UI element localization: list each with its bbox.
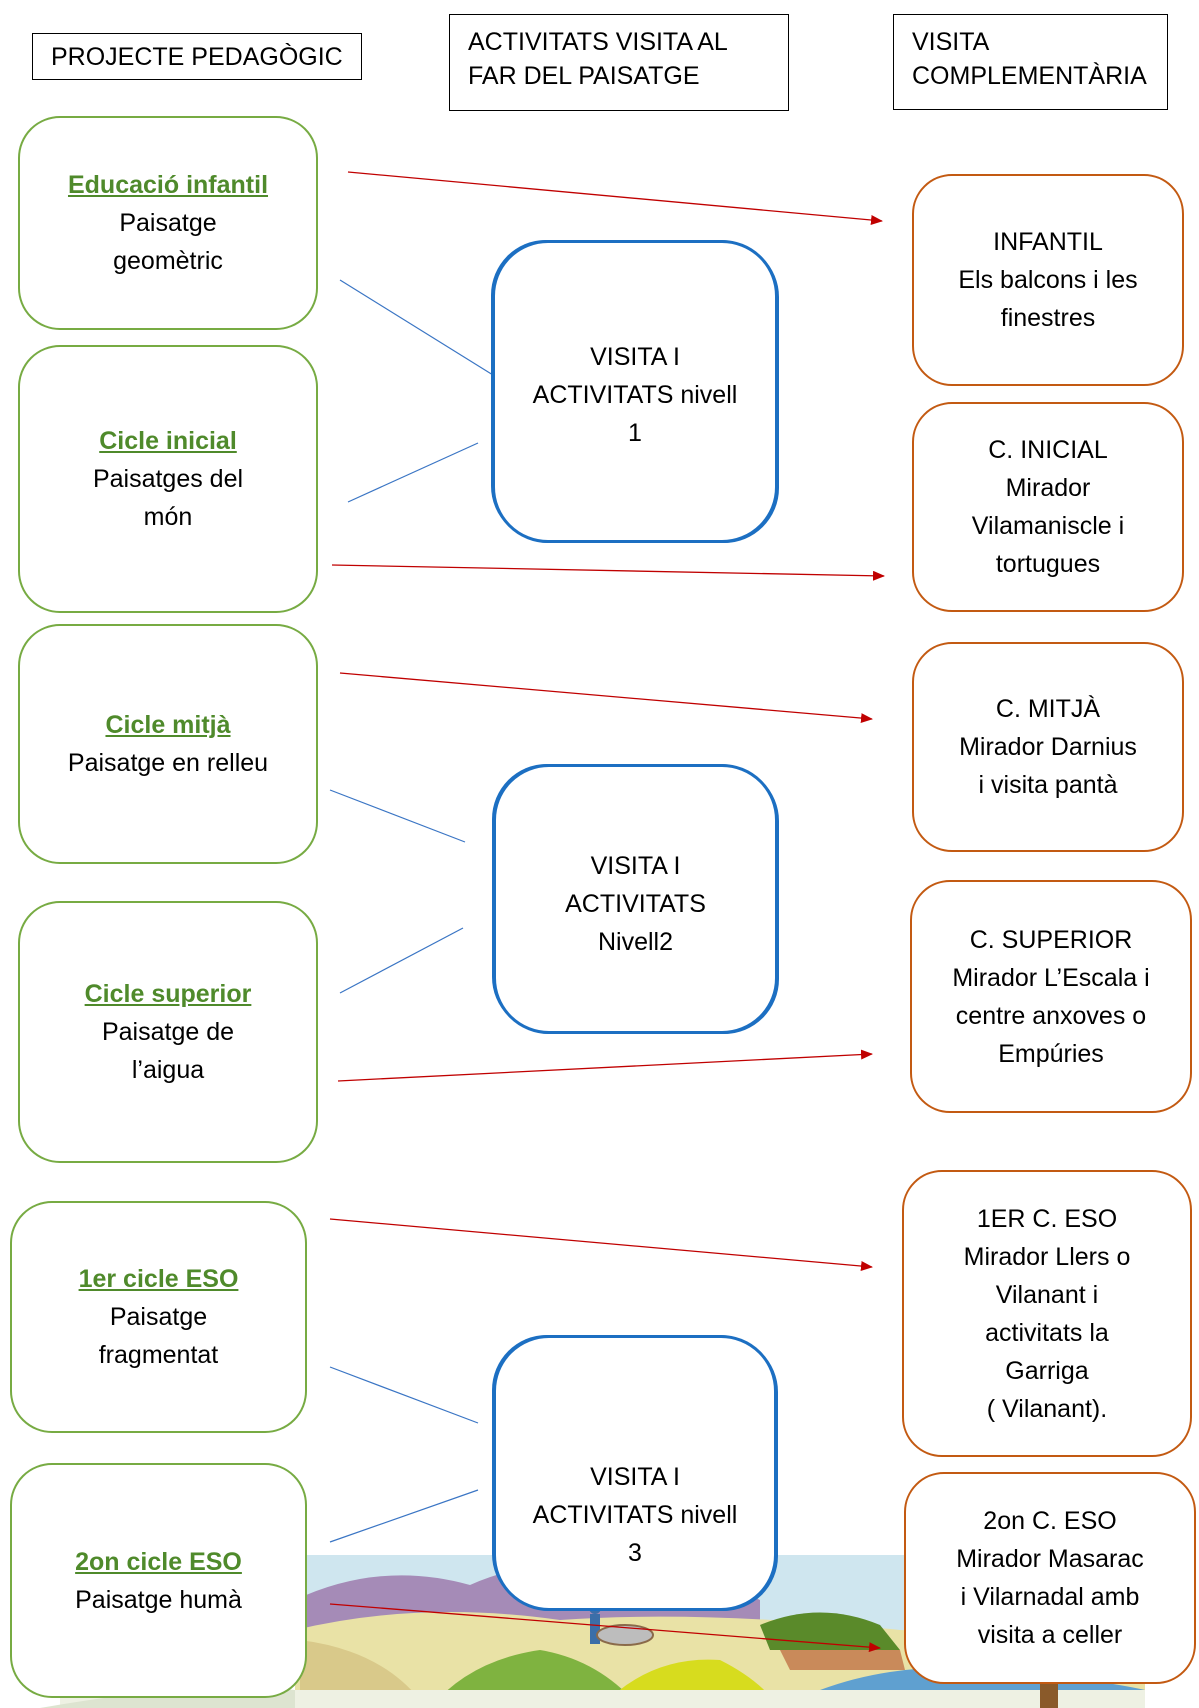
header-activitats-visita: ACTIVITATS VISITA AL FAR DEL PAISATGE: [449, 14, 789, 111]
visit-1er-eso: 1ER C. ESO Mirador Llers o Vilanant i ac…: [902, 1170, 1192, 1457]
header-projecte-pedagogic-label: PROJECTE PEDAGÒGIC: [51, 42, 343, 71]
header-visita-complementaria: VISITA COMPLEMENTÀRIA: [893, 14, 1168, 110]
activity-nivell-2: VISITA I ACTIVITATS Nivell2: [493, 764, 778, 1034]
header-projecte-pedagogic: PROJECTE PEDAGÒGIC: [32, 33, 362, 80]
stage-subtitle: Paisatge geomètric: [113, 209, 223, 275]
stage-1er-cicle-eso: 1er cicle ESO Paisatge fragmentat: [10, 1201, 307, 1433]
header-visita-complementaria-label: VISITA COMPLEMENTÀRIA: [912, 28, 1147, 90]
connector-line: [339, 927, 464, 994]
stage-title: Cicle superior: [84, 980, 252, 1008]
visit-text: C. INICIAL Mirador Vilamaniscle i tortug…: [971, 436, 1125, 578]
stage-subtitle: Paisatge en relleu: [67, 749, 269, 777]
stage-2on-cicle-eso: 2on cicle ESO Paisatge humà: [10, 1463, 307, 1698]
activity-nivell-3: VISITA I ACTIVITATS nivell 3: [493, 1335, 777, 1611]
connector-line: [339, 279, 494, 376]
visit-cicle-superior: C. SUPERIOR Mirador L’Escala i centre an…: [910, 880, 1192, 1113]
stage-subtitle: Paisatges del món: [92, 465, 244, 531]
arrow-infantil: [347, 171, 883, 225]
arrow-cicle-inicial: [331, 564, 885, 581]
stage-title: Educació infantil: [67, 171, 269, 199]
stage-title: 1er cicle ESO: [78, 1265, 239, 1293]
activity-text: VISITA I ACTIVITATS nivell 1: [532, 343, 738, 447]
visit-text: 1ER C. ESO Mirador Llers o Vilanant i ac…: [963, 1204, 1131, 1423]
visit-text: C. MITJÀ Mirador Darnius i visita pantà: [959, 695, 1137, 799]
stage-subtitle: Paisatge de l’aigua: [101, 1018, 235, 1084]
stage-title: Cicle inicial: [99, 427, 237, 455]
connector-line: [329, 1366, 479, 1424]
connector-line: [329, 789, 466, 843]
visit-text: C. SUPERIOR Mirador L’Escala i centre an…: [952, 925, 1150, 1068]
arrow-2on-eso: [329, 1603, 881, 1653]
visit-cicle-mitja: C. MITJÀ Mirador Darnius i visita pantà: [912, 642, 1184, 852]
visit-cicle-inicial: C. INICIAL Mirador Vilamaniscle i tortug…: [912, 402, 1184, 612]
visit-text: INFANTIL Els balcons i les finestres: [958, 228, 1138, 332]
arrow-1er-eso: [329, 1218, 873, 1272]
visit-text: 2on C. ESO Mirador Masarac i Vilarnadal …: [956, 1507, 1144, 1649]
stage-subtitle: Paisatge humà: [75, 1585, 242, 1614]
visit-infantil: INFANTIL Els balcons i les finestres: [912, 174, 1184, 386]
connector-line: [329, 1489, 479, 1543]
activity-text: VISITA I ACTIVITATS Nivell2: [565, 852, 706, 956]
header-activitats-visita-label: ACTIVITATS VISITA AL FAR DEL PAISATGE: [468, 28, 727, 90]
stage-cicle-inicial: Cicle inicial Paisatges del món: [18, 345, 318, 613]
connector-line: [347, 442, 479, 503]
arrow-cicle-superior: [337, 1049, 873, 1082]
visit-2on-eso: 2on C. ESO Mirador Masarac i Vilarnadal …: [904, 1472, 1196, 1684]
activity-nivell-1: VISITA I ACTIVITATS nivell 1: [492, 240, 778, 543]
arrow-cicle-mitja: [339, 672, 873, 724]
stage-title: 2on cicle ESO: [75, 1547, 242, 1576]
stage-cicle-superior: Cicle superior Paisatge de l’aigua: [18, 901, 318, 1163]
stage-cicle-mitja: Cicle mitjà Paisatge en relleu: [18, 624, 318, 864]
activity-text: VISITA I ACTIVITATS nivell 3: [532, 1463, 738, 1567]
stage-title: Cicle mitjà: [105, 711, 231, 739]
stage-subtitle: Paisatge fragmentat: [98, 1303, 219, 1369]
stage-educacio-infantil: Educació infantil Paisatge geomètric: [18, 116, 318, 330]
